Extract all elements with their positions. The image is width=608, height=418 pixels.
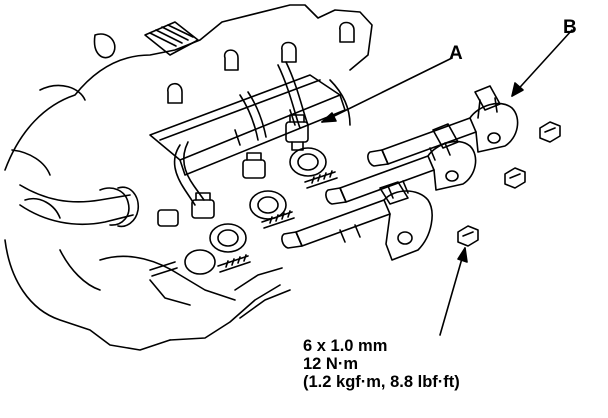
coil-bolts xyxy=(457,121,561,247)
connectors xyxy=(157,152,266,227)
fuel-lines xyxy=(173,61,351,206)
engine-block xyxy=(4,4,373,351)
ignition-coil-2 xyxy=(325,123,477,205)
ignition-coil-3 xyxy=(281,181,433,261)
bolt-size-text: 6 x 1.0 mm xyxy=(303,337,388,355)
fuel-rail xyxy=(149,74,346,176)
callout-label-b: B xyxy=(563,17,577,38)
leader-lines xyxy=(321,29,573,336)
callout-label-a: A xyxy=(449,43,463,64)
bolt-spec-block: 6 x 1.0 mm 12 N·m (1.2 kgf·m, 8.8 lbf·ft… xyxy=(303,337,460,391)
torque-nm-text: 12 N·m xyxy=(303,355,359,373)
spark-plug-bosses xyxy=(184,147,327,275)
torque-alt-text: (1.2 kgf·m, 8.8 lbf·ft) xyxy=(303,373,460,391)
ignition-coil-b xyxy=(367,85,519,167)
mounting-studs xyxy=(149,170,338,277)
